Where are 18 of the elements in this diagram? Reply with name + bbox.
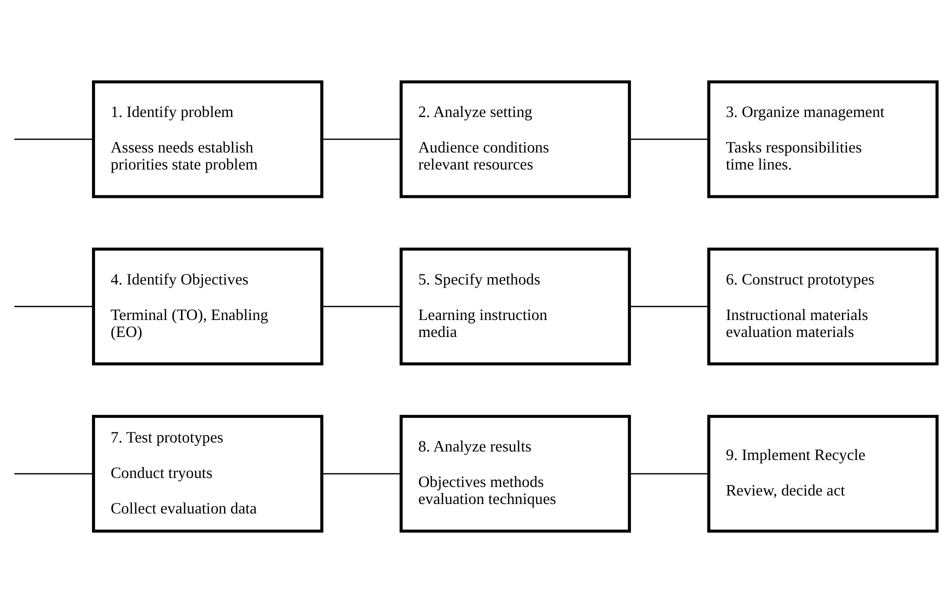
- node-box: 6. Construct prototypes Instructional materials evaluation materials: [707, 247, 939, 365]
- node-box: 5. Specify methods Learning instruction media: [400, 247, 631, 365]
- node-box: 8. Analyze results Objectives methods evaluation techniques: [400, 414, 631, 532]
- connector: [630, 305, 709, 307]
- connector: [322, 138, 402, 140]
- node-box: 1. Identify problem Assess needs establish priorities state problem: [92, 80, 324, 198]
- node-box: 3. Organize management Tasks responsibilities time lines.: [707, 80, 939, 198]
- connector: [14, 472, 94, 474]
- node-box: 9. Implement Recycle Review, decide act: [707, 414, 939, 532]
- node-box: 4. Identify Objectives Terminal (TO), Enabling (EO): [92, 247, 324, 365]
- node-box: 7. Test prototypes Conduct tryouts Collect evaluation data: [92, 414, 324, 532]
- node-box: 2. Analyze setting Audience conditions relevant resources: [400, 80, 631, 198]
- connector: [14, 305, 94, 307]
- connector: [322, 472, 402, 474]
- connector: [322, 305, 402, 307]
- connector: [14, 138, 94, 140]
- connector: [630, 472, 709, 474]
- connector: [630, 138, 709, 140]
